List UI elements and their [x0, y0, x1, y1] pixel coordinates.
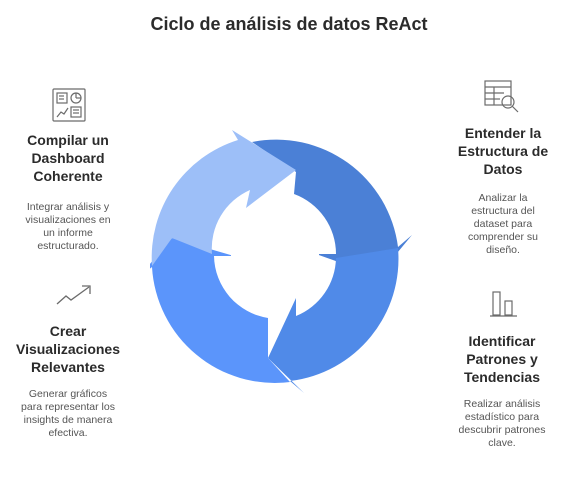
- trend-line-icon: [56, 285, 91, 305]
- cycle-segment-bottom-left: [150, 238, 290, 383]
- table-search-icon: [484, 80, 519, 113]
- dashboard-icon: [52, 88, 86, 122]
- step-heading: Compilar un Dashboard Coherente: [27, 132, 109, 184]
- step-heading: Crear Visualizaciones Relevantes: [15, 323, 120, 375]
- step-create-visualizations: Crear Visualizaciones Relevantes Generar…: [12, 322, 124, 440]
- cycle-diagram: [150, 130, 412, 393]
- step-description: Integrar análisis y visualizaciones en u…: [25, 201, 111, 252]
- step-description: Generar gráficos para representar los in…: [21, 388, 115, 439]
- cycle-segment-bottom-right: [268, 248, 399, 393]
- step-heading: Identificar Patrones y Tendencias: [464, 333, 540, 385]
- cycle-segment-top-right: [252, 139, 412, 276]
- step-compile-dashboard: Compilar un Dashboard Coherente Integrar…: [14, 131, 122, 253]
- diagram-title: Ciclo de análisis de datos ReAct: [150, 14, 428, 34]
- bar-chart-icon: [490, 291, 517, 317]
- step-heading: Entender la Estructura de Datos: [457, 125, 549, 177]
- step-description: Analizar la estructura del dataset para …: [467, 192, 539, 256]
- step-description: Realizar análisis estadístico para descu…: [458, 398, 546, 449]
- step-identify-patterns: Identificar Patrones y Tendencias Realiz…: [446, 332, 558, 450]
- cycle-segment-top-left: [151, 130, 296, 266]
- step-understand-structure: Entender la Estructura de Datos Analizar…: [448, 124, 558, 257]
